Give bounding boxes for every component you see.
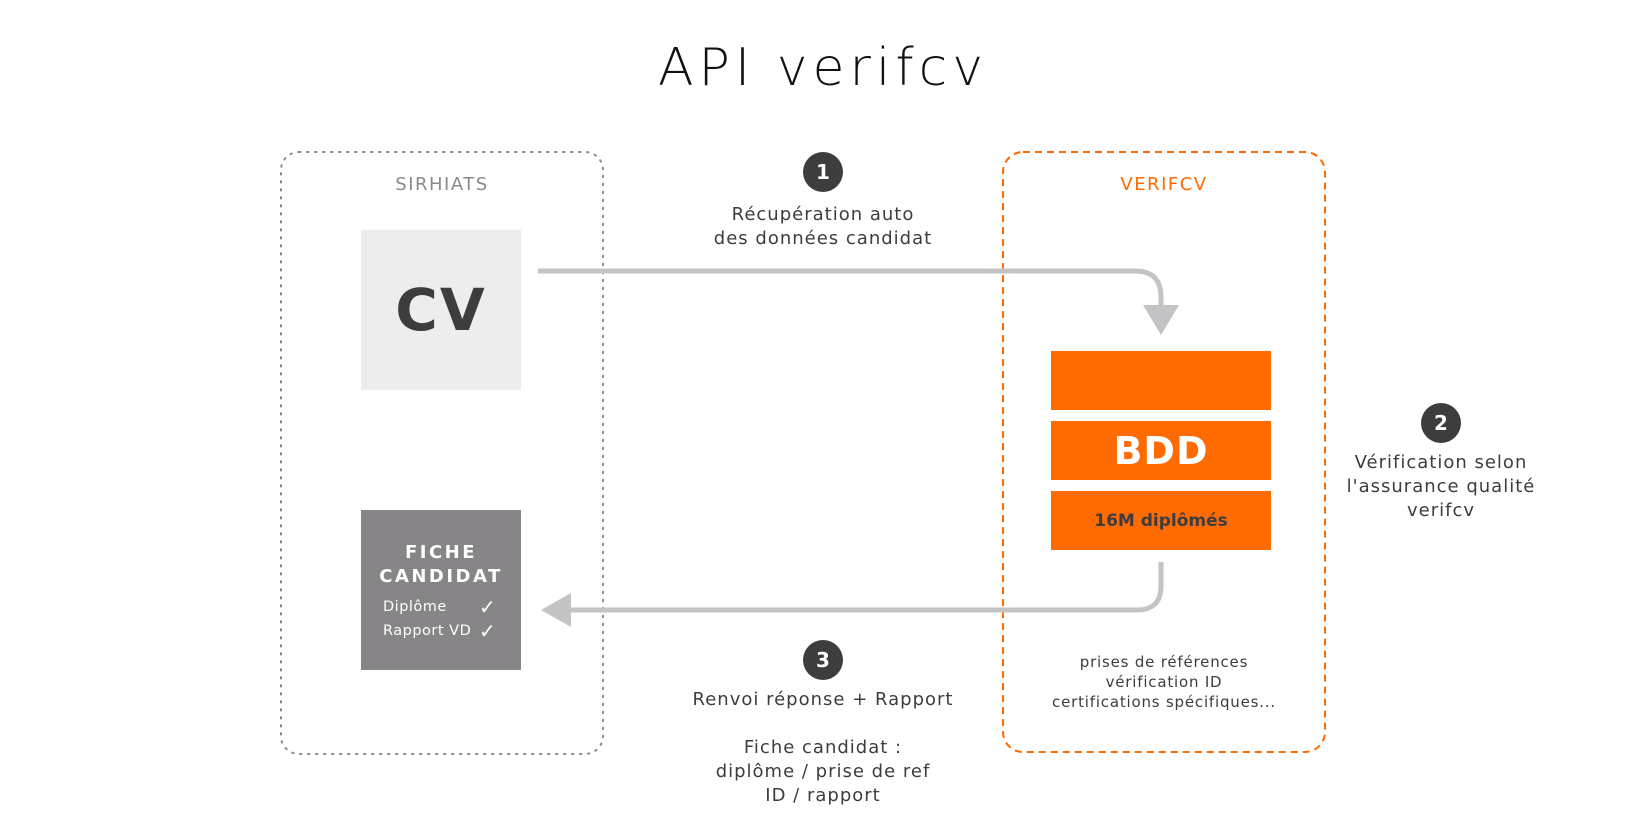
arrow-return-head-icon — [541, 593, 571, 627]
sirhiats-label: SIRHIATS — [395, 174, 489, 195]
step-1-badge: 1 — [803, 152, 843, 192]
step-2-badge: 2 — [1421, 403, 1461, 443]
database-block-bdd: BDD — [1051, 421, 1271, 480]
database-block-count: 16M diplômés — [1051, 491, 1271, 550]
fiche-candidat-card: FICHE CANDIDAT Diplôme ✓ Rapport VD ✓ — [361, 510, 521, 670]
service-item: prises de références — [1079, 653, 1249, 671]
fiche-title: FICHE CANDIDAT — [361, 541, 521, 589]
step-3-badge: 3 — [803, 640, 843, 680]
step-1-line: des données candidat — [713, 228, 933, 249]
page-title: API verifcv — [657, 38, 989, 98]
step-2-line: l'assurance qualité — [1346, 476, 1536, 497]
verifcv-label: VERIFCV — [1120, 174, 1208, 195]
check-icon: ✓ — [479, 595, 496, 619]
arrow-return-path — [568, 562, 1164, 613]
service-item: vérification ID — [1105, 673, 1223, 691]
verifcv-services: prises de références vérification ID cer… — [1003, 652, 1325, 712]
step-3-detail: Fiche candidat : diplôme / prise de ref … — [643, 736, 1003, 808]
step-2-caption: Vérification selon l'assurance qualité v… — [1301, 451, 1581, 523]
cv-document: CV — [361, 230, 521, 390]
database-block-top — [1051, 351, 1271, 410]
verifcv-container — [1002, 151, 1326, 753]
cv-label: CV — [395, 276, 487, 344]
step-3-detail-line: ID / rapport — [765, 785, 881, 806]
step-3-line: Renvoi réponse + Rapport — [692, 689, 954, 710]
arrow-fetch-path — [538, 268, 1164, 308]
step-1-caption: Récupération auto des données candidat — [663, 203, 983, 251]
service-item: certifications spécifiques... — [1052, 693, 1276, 711]
fiche-item-diplome: Diplôme — [383, 599, 447, 615]
step-1-line: Récupération auto — [731, 204, 915, 225]
fiche-title-line1: FICHE — [404, 542, 478, 563]
database-title: BDD — [1113, 428, 1209, 473]
fiche-title-line2: CANDIDAT — [379, 566, 503, 587]
fiche-item-rapport: Rapport VD — [383, 623, 472, 639]
database-count: 16M diplômés — [1094, 510, 1228, 531]
step-2-line: verifcv — [1406, 500, 1475, 521]
step-3-detail-line: Fiche candidat : — [743, 737, 903, 758]
sirhiats-container — [280, 151, 604, 755]
arrow-fetch-head-icon — [1143, 305, 1179, 335]
step-3-detail-line: diplôme / prise de ref — [715, 761, 931, 782]
step-3-caption: Renvoi réponse + Rapport — [643, 688, 1003, 712]
step-2-line: Vérification selon — [1354, 452, 1528, 473]
check-icon: ✓ — [479, 619, 496, 643]
